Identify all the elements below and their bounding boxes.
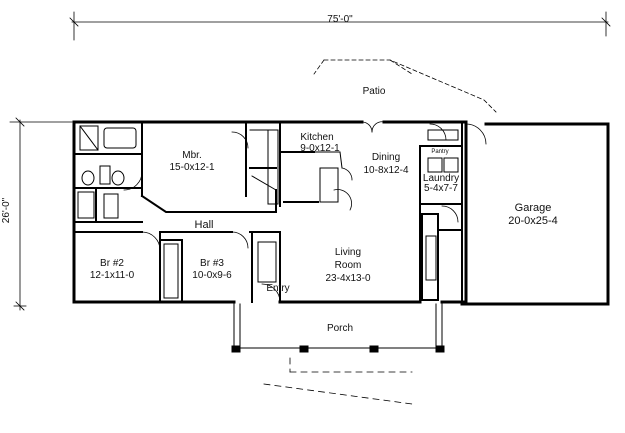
porch [231, 303, 445, 353]
garage-size: 20-0x25-4 [508, 215, 558, 227]
fixtures [77, 125, 459, 299]
dimension-lines [9, 11, 611, 311]
overall-depth-dimension: 26'-0" [1, 197, 13, 224]
entry-label: Entry [266, 283, 290, 294]
living-size: 23-4x13-0 [325, 273, 371, 284]
porch-label: Porch [326, 323, 354, 334]
dining-label: Dining [371, 152, 401, 163]
pantry-label: Pantry [431, 149, 449, 155]
garage-label: Garage [514, 202, 552, 214]
br2-size: 12-1x11-0 [89, 270, 135, 281]
dining-size: 10-8x12-4 [363, 165, 409, 176]
laundry-label: Laundry [422, 173, 460, 184]
mbr-label: Mbr. [182, 150, 202, 161]
kitchen-size: 9-0x12-1 [300, 143, 340, 154]
br3-size: 10-0x9-6 [192, 270, 232, 281]
patio-outline [313, 59, 497, 113]
interior-walls [73, 123, 463, 303]
br3-label: Br #3 [200, 258, 224, 269]
exterior-walls [72, 120, 610, 306]
patio-label: Patio [362, 86, 386, 97]
br2-label: Br #2 [100, 258, 124, 269]
door-swings [123, 121, 487, 303]
laundry-size: 5-4x7-7 [424, 183, 458, 194]
walkway [263, 357, 413, 405]
mbr-size: 15-0x12-1 [169, 162, 215, 173]
living-label-2: Room [334, 260, 362, 271]
overall-width-dimension: 75'-0" [327, 14, 353, 25]
hall-label: Hall [194, 219, 214, 231]
living-label: Living [334, 247, 362, 258]
kitchen-label: Kitchen [300, 132, 334, 143]
